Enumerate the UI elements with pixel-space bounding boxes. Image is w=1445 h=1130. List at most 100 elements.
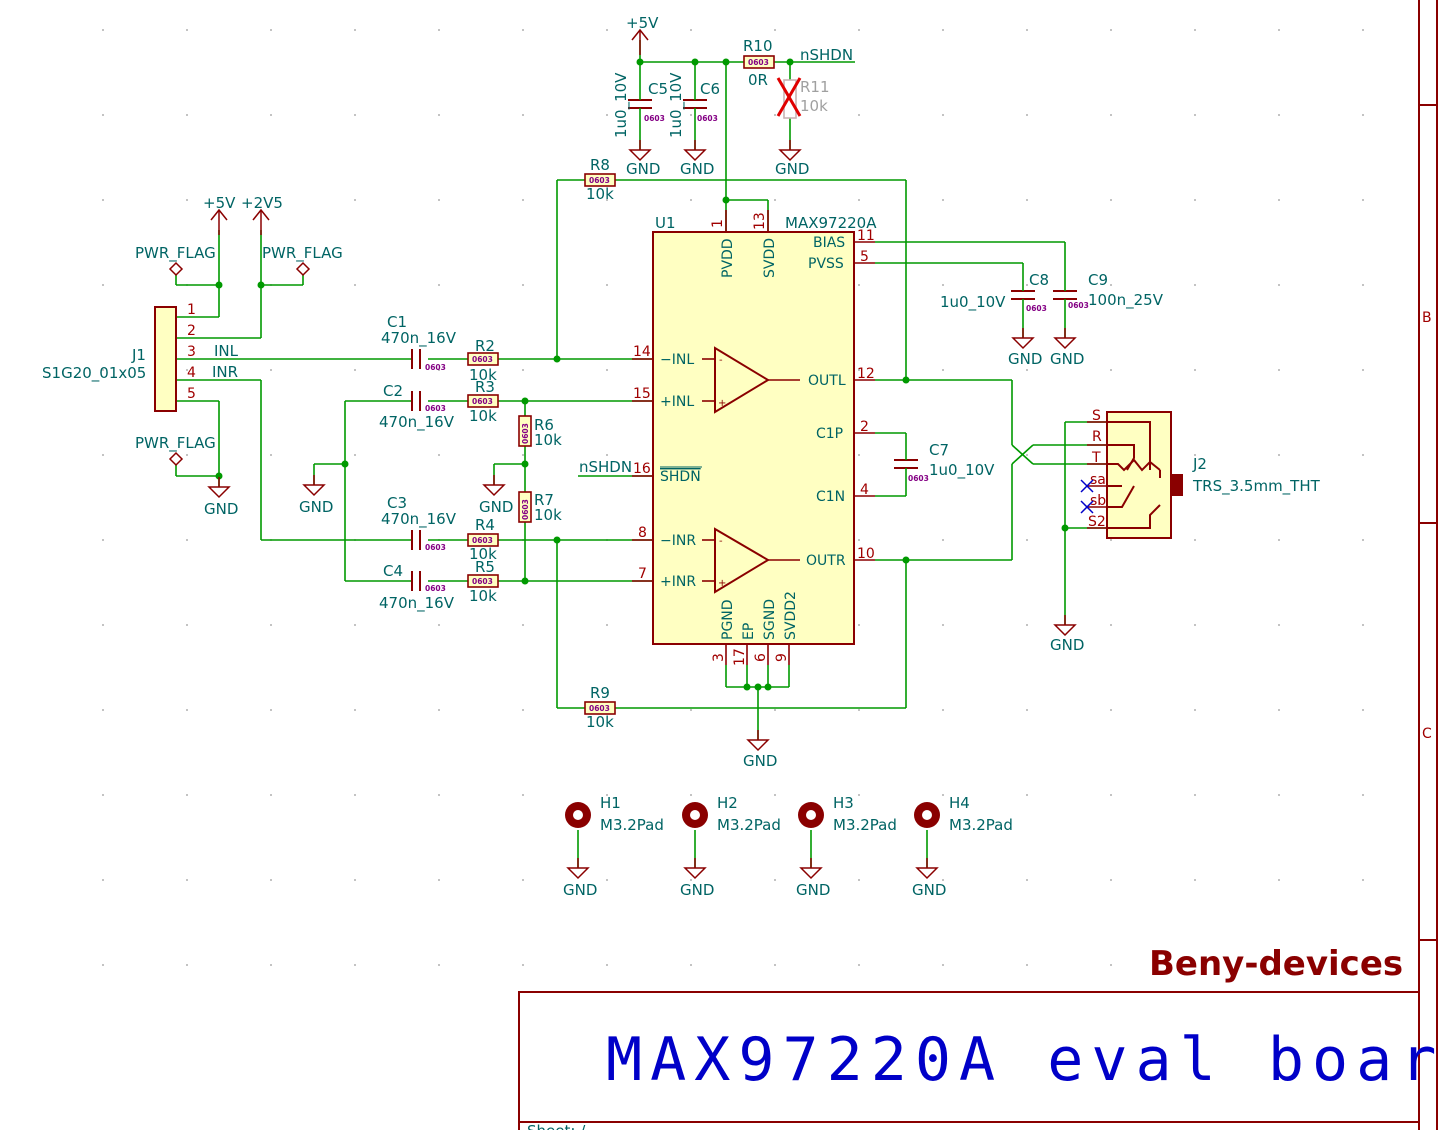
- cap-c9[interactable]: C9 100n_25V 0603: [1053, 271, 1164, 310]
- grid-dot: [942, 29, 944, 31]
- pin-c1n-name: C1N: [816, 489, 845, 505]
- h3-ref: H3: [833, 794, 854, 812]
- cap-c6[interactable]: C6 1u0_10V 0603: [667, 72, 720, 138]
- r5-value: 10k: [469, 587, 497, 605]
- hole-h2[interactable]: H2 M3.2Pad: [682, 794, 781, 834]
- grid-dot: [858, 114, 860, 116]
- r4-ref: R4: [475, 516, 495, 534]
- grid-dot: [1194, 879, 1196, 881]
- res-r4[interactable]: R4 10k 0603: [467, 516, 499, 563]
- gnd-label: GND: [680, 881, 714, 899]
- cap-c4[interactable]: C4 470n_16V 0603: [379, 562, 455, 613]
- pin-6-num: 6: [753, 653, 769, 662]
- grid-dot: [774, 199, 776, 201]
- c1-value: 470n_16V: [381, 329, 457, 348]
- grid-dot: [1110, 709, 1112, 711]
- cap-c1[interactable]: C1 470n_16V 0603: [381, 313, 457, 372]
- pin-shdn-name: SHDN: [660, 469, 701, 485]
- grid-dot: [606, 29, 608, 31]
- h3-value: M3.2Pad: [833, 816, 897, 834]
- cap-c2[interactable]: C2 470n_16V 0603: [379, 382, 455, 432]
- grid-dot: [186, 29, 188, 31]
- res-r8[interactable]: R8 10k 0603: [584, 156, 616, 203]
- junctions: [215, 58, 1069, 691]
- grid-dot: [858, 879, 860, 881]
- res-r6[interactable]: R6 10k 0603: [518, 415, 562, 449]
- h1-ref: H1: [600, 794, 621, 812]
- grid-dot: [522, 369, 524, 371]
- grid-dot: [186, 539, 188, 541]
- grid-dot: [942, 794, 944, 796]
- c3-ref: C3: [387, 494, 407, 512]
- grid-dot: [774, 879, 776, 881]
- pin-17-num: 17: [732, 648, 748, 666]
- grid-dot: [270, 29, 272, 31]
- pwr-flag-2-label: PWR_FLAG: [262, 244, 343, 263]
- grid-dot: [1026, 709, 1028, 711]
- grid-dot: [606, 114, 608, 116]
- res-r10[interactable]: R10 0R 0603: [743, 37, 775, 89]
- j1-connector[interactable]: J1 S1G20_01x05 1 2 3 4 5 INL INR: [42, 302, 239, 412]
- r5-fp: 0603: [472, 577, 493, 586]
- j2-trs-jack[interactable]: J2 TRS_3.5mm_THT S R T sa sb S2: [1080, 408, 1321, 539]
- sheet-border: B C: [1418, 0, 1438, 1130]
- res-r9[interactable]: R9 10k 0603: [584, 684, 616, 731]
- grid-dot: [1026, 369, 1028, 371]
- res-r2[interactable]: R2 10k 0603: [467, 337, 499, 384]
- grid-dot: [186, 114, 188, 116]
- cap-c7[interactable]: C7 1u0_10V 0603: [894, 441, 995, 483]
- j2-pin-sb: sb: [1090, 493, 1106, 509]
- cap-c3[interactable]: C3 470n_16V 0603: [381, 494, 457, 552]
- pin-11-num: 11: [857, 228, 875, 244]
- grid-dot: [1194, 369, 1196, 371]
- pin-16-num: 16: [633, 461, 651, 477]
- grid-dot: [774, 29, 776, 31]
- grid-dot: [522, 114, 524, 116]
- cap-c8[interactable]: C8 1u0_10V 0603: [940, 271, 1049, 313]
- grid-dot: [942, 114, 944, 116]
- grid-dot: [1278, 29, 1280, 31]
- grid-dot: [438, 284, 440, 286]
- grid-dot: [354, 624, 356, 626]
- c7-value: 1u0_10V: [929, 461, 995, 480]
- opamp-right-icon: [714, 527, 770, 594]
- gnd-label: GND: [680, 160, 714, 178]
- grid-dot: [1362, 624, 1364, 626]
- hole-h4[interactable]: H4 M3.2Pad: [914, 794, 1013, 834]
- gnd-label: GND: [1050, 350, 1084, 368]
- grid-dot: [102, 369, 104, 371]
- svg-text:-: -: [719, 536, 723, 547]
- grid-dot: [270, 199, 272, 201]
- grid-dot: [1194, 454, 1196, 456]
- r8-fp: 0603: [589, 176, 610, 185]
- grid-dot: [774, 114, 776, 116]
- pin-9-num: 9: [774, 653, 790, 662]
- pwr-flag-3-label: PWR_FLAG: [135, 434, 216, 453]
- title-block: Beny-devices MAX97220A eval board Sheet:…: [518, 944, 1445, 1130]
- grid-dot: [1194, 539, 1196, 541]
- grid-dot: [1278, 284, 1280, 286]
- cap-c5[interactable]: C5 1u0_10V 0603: [612, 72, 668, 138]
- grid-dot: [858, 539, 860, 541]
- grid-dot: [858, 794, 860, 796]
- res-r7[interactable]: R7 10k 0603: [518, 491, 562, 524]
- grid-dot: [438, 624, 440, 626]
- grid-dot: [606, 284, 608, 286]
- grid-dot: [606, 964, 608, 966]
- res-r3[interactable]: R3 10k 0603: [467, 378, 499, 425]
- grid-dot: [1026, 964, 1028, 966]
- r8-ref: R8: [590, 156, 610, 174]
- gnd-label: GND: [563, 881, 597, 899]
- grid-dot: [1278, 114, 1280, 116]
- res-r11-dnp[interactable]: R11 10k: [776, 77, 830, 119]
- c3-fp: 0603: [425, 543, 446, 552]
- res-r5[interactable]: R5 10k 0603: [467, 558, 499, 605]
- u1-max97220a[interactable]: U1 MAX97220A 1 13 PVDD SVDD BIAS 11 PVSS…: [632, 210, 877, 666]
- svg-text:+: +: [718, 398, 726, 409]
- hole-h1[interactable]: H1 M3.2Pad: [565, 794, 664, 834]
- hole-h3[interactable]: H3 M3.2Pad: [798, 794, 897, 834]
- grid-dot: [1194, 624, 1196, 626]
- grid-dot: [354, 284, 356, 286]
- j1-pin-5: 5: [187, 386, 196, 402]
- pin-outl-name: OUTL: [808, 373, 846, 389]
